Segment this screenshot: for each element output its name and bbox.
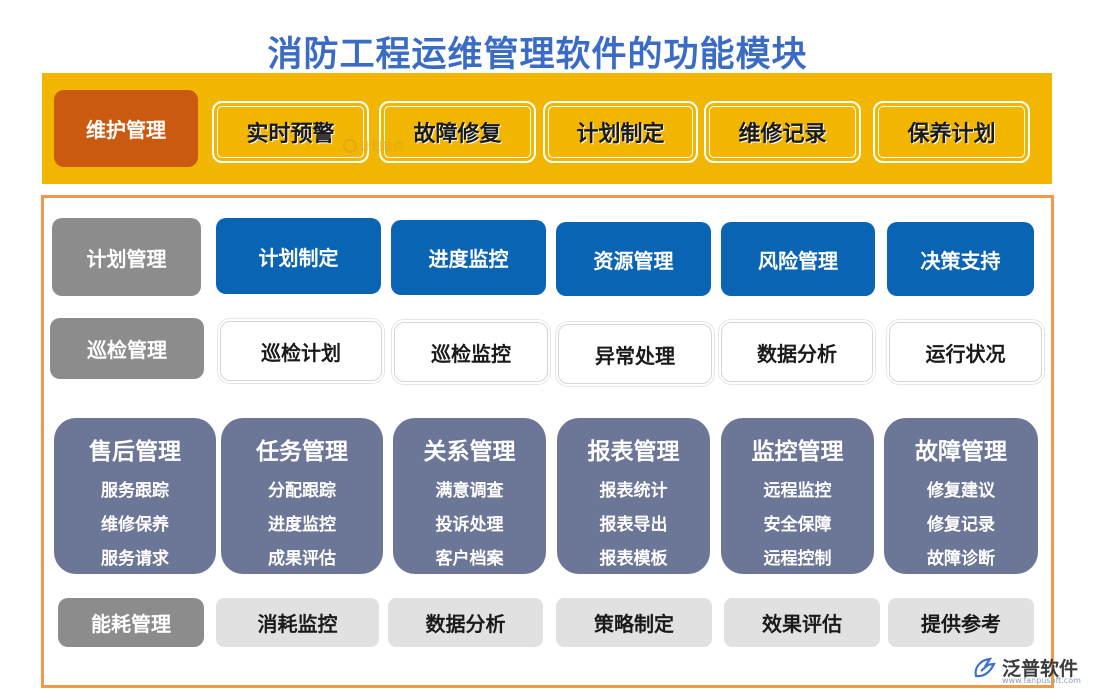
energy-item-4[interactable]: 提供参考: [888, 598, 1034, 647]
module-subitem: 服务跟踪: [101, 481, 169, 501]
module-subitem: 成果评估: [268, 549, 336, 569]
watermark-icon: [343, 139, 357, 153]
module-subitem: 维修保养: [101, 515, 169, 535]
inspection-label[interactable]: 巡检管理: [50, 318, 204, 379]
page-title: 消防工程运维管理软件的功能模块: [267, 35, 808, 75]
module-title: 关系管理: [423, 439, 516, 465]
energy-label[interactable]: 能耗管理: [58, 598, 204, 647]
inspection-item-2[interactable]: 异常处理: [558, 324, 712, 384]
fanpu-logo-icon: [974, 657, 996, 677]
module-subitem: 远程控制: [763, 549, 832, 569]
module-card-2[interactable]: 关系管理 满意调查 投诉处理 客户档案: [393, 418, 546, 574]
logo-text: 泛普软件: [1002, 658, 1079, 680]
module-subitem: 报表模板: [599, 549, 668, 569]
module-subitem: 投诉处理: [435, 515, 504, 535]
inspection-item-3[interactable]: 数据分析: [721, 322, 873, 382]
module-subitem: 服务请求: [101, 549, 169, 569]
planning-item-3[interactable]: 风险管理: [721, 222, 875, 296]
energy-item-3[interactable]: 效果评估: [724, 598, 880, 647]
module-card-3[interactable]: 报表管理 报表统计 报表导出 报表模板: [557, 418, 710, 574]
module-subitem: 远程监控: [763, 481, 832, 501]
maintenance-item-1[interactable]: 故障修复: [379, 101, 536, 163]
module-title: 监控管理: [751, 439, 844, 465]
module-subitem: 安全保障: [763, 515, 832, 535]
planning-item-2[interactable]: 资源管理: [556, 222, 711, 296]
module-card-4[interactable]: 监控管理 远程监控 安全保障 远程控制: [721, 418, 874, 574]
planning-item-0[interactable]: 计划制定: [216, 218, 381, 294]
inspection-item-0[interactable]: 巡检计划: [220, 321, 382, 381]
module-title: 报表管理: [587, 439, 680, 465]
module-subitem: 修复记录: [927, 515, 995, 535]
module-title: 售后管理: [89, 439, 181, 465]
planning-item-4[interactable]: 决策支持: [887, 222, 1034, 296]
module-subitem: 满意调查: [435, 481, 504, 501]
module-subitem: 分配跟踪: [268, 481, 336, 501]
module-card-0[interactable]: 售后管理 服务跟踪 维修保养 服务请求: [54, 418, 216, 574]
module-subitem: 故障诊断: [927, 549, 995, 569]
module-card-1[interactable]: 任务管理 分配跟踪 进度监控 成果评估: [221, 418, 383, 574]
module-subitem: 进度监控: [268, 515, 336, 535]
logo-url: www.fanpusoft.com: [1002, 676, 1081, 685]
main-frame: [41, 195, 1054, 688]
maintenance-item-4[interactable]: 保养计划: [873, 101, 1030, 163]
module-subitem: 报表统计: [599, 481, 668, 501]
inspection-item-1[interactable]: 巡检监控: [394, 322, 548, 382]
maintenance-item-0[interactable]: 实时预警: [212, 101, 369, 163]
module-card-5[interactable]: 故障管理 修复建议 修复记录 故障诊断: [884, 418, 1038, 574]
watermark: 计划软件: [343, 138, 404, 154]
watermark-text: 计划软件: [360, 140, 404, 153]
module-subitem: 修复建议: [927, 481, 995, 501]
brand-logo: 泛普软件 www.fanpusoft.com: [972, 654, 1081, 685]
module-subitem: 客户档案: [435, 549, 504, 569]
module-subitem: 报表导出: [599, 515, 668, 535]
energy-item-1[interactable]: 数据分析: [388, 598, 543, 647]
planning-item-1[interactable]: 进度监控: [391, 220, 546, 295]
inspection-item-4[interactable]: 运行状况: [889, 322, 1042, 382]
maintenance-item-3[interactable]: 维修记录: [704, 101, 861, 163]
maintenance-item-2[interactable]: 计划制定: [543, 101, 698, 163]
module-title: 故障管理: [915, 439, 1007, 465]
energy-item-0[interactable]: 消耗监控: [216, 598, 379, 647]
maintenance-label[interactable]: 维护管理: [54, 90, 198, 167]
energy-item-2[interactable]: 策略制定: [556, 598, 712, 647]
module-title: 任务管理: [256, 439, 348, 465]
planning-label[interactable]: 计划管理: [52, 218, 201, 296]
